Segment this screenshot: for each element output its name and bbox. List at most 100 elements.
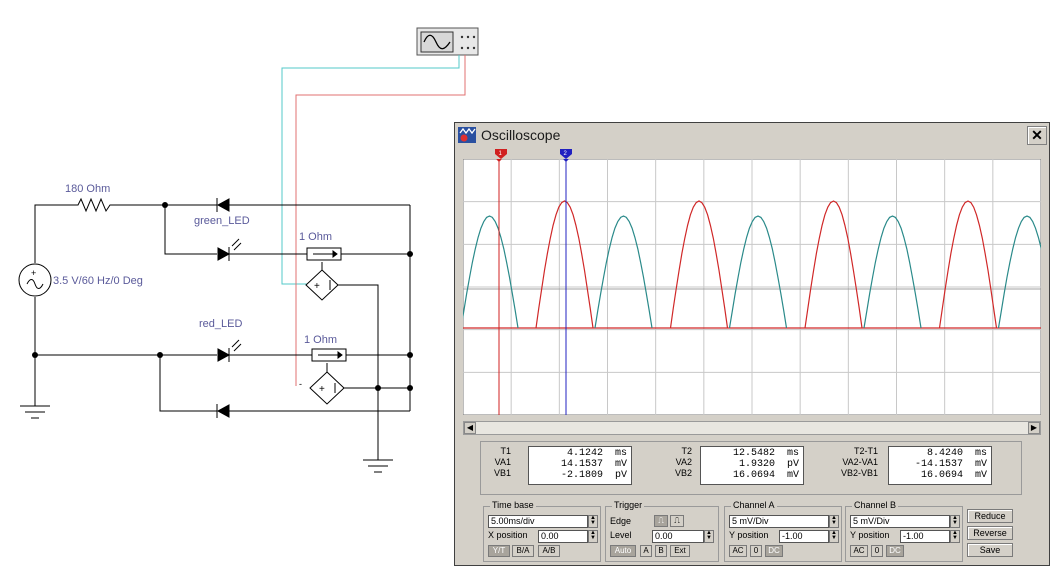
oscilloscope-app-icon: [458, 127, 476, 143]
t1-label: T1: [500, 446, 511, 456]
horizontal-scrollbar[interactable]: ◀ ▶: [463, 421, 1041, 435]
svg-text:2: 2: [564, 151, 568, 157]
va1-label: VA1: [494, 457, 511, 467]
resistor-label: 180 Ohm: [65, 183, 110, 195]
ground-symbol-left: [20, 405, 50, 419]
cursor-2-handle[interactable]: [560, 159, 572, 162]
sense2-label: 1 Ohm: [304, 334, 337, 346]
va2-value: 1.9320 pV: [738, 459, 799, 470]
channel-a-scale-spinner[interactable]: ▲▼: [829, 515, 839, 528]
probe-a-wire: [281, 55, 460, 285]
cursor-readouts: T1 VA1 VB1 4.1242 ms 14.1537 mV -2.1809 …: [480, 441, 1022, 495]
channel-a-title: Channel A: [731, 500, 777, 510]
trigger-ext-button[interactable]: Ext: [670, 545, 690, 557]
yt-mode-button[interactable]: Y/T: [488, 545, 510, 557]
t2-value: 12.5482 ms: [732, 448, 799, 459]
channel-b-ypos-spinner[interactable]: ▲▼: [950, 530, 960, 543]
trigger-b-button[interactable]: B: [655, 545, 667, 557]
timebase-select[interactable]: 5.00ms/div: [488, 515, 588, 528]
svg-text:+: +: [314, 281, 320, 292]
channel-b-zero-button[interactable]: 0: [871, 545, 883, 557]
close-button[interactable]: ✕: [1027, 126, 1047, 145]
vb1-value: -2.1809 pV: [560, 470, 627, 481]
ac-voltage-source: +: [18, 263, 52, 297]
svg-text:+: +: [319, 384, 325, 395]
va2-label: VA2: [675, 457, 692, 467]
channel-a-zero-button[interactable]: 0: [750, 545, 762, 557]
auto-trigger-button[interactable]: Auto: [610, 545, 636, 557]
ba-mode-button[interactable]: B/A: [512, 545, 534, 557]
svg-text:1: 1: [499, 151, 503, 157]
dva-value: -14.1537 mV: [914, 459, 987, 470]
timebase-spinner[interactable]: ▲▼: [588, 515, 598, 528]
scope-screen[interactable]: [463, 159, 1041, 415]
t1-readout-box: 4.1242 ms 14.1537 mV -2.1809 pV: [528, 446, 632, 485]
channel-a-trace: [463, 215, 1041, 329]
reverse-button[interactable]: Reverse: [967, 526, 1013, 540]
current-sensor-1: [306, 247, 342, 261]
scroll-right-arrow-icon[interactable]: ▶: [1028, 422, 1040, 434]
save-button[interactable]: Save: [967, 543, 1013, 557]
channel-b-ac-button[interactable]: AC: [850, 545, 868, 557]
xpos-input[interactable]: 0.00: [538, 530, 588, 543]
level-spinner[interactable]: ▲▼: [704, 530, 714, 543]
timebase-group: Time base 5.00ms/div ▲▼ X position 0.00 …: [483, 500, 601, 562]
source-label: 3.5 V/60 Hz/0 Deg: [53, 275, 143, 287]
channel-b-group: Channel B 5 mV/Div ▲▼ Y position -1.00 ▲…: [845, 500, 963, 562]
oscilloscope-instrument-icon[interactable]: [416, 27, 479, 56]
t2-label: T2: [681, 446, 692, 456]
channel-b-ypos-input[interactable]: -1.00: [900, 530, 950, 543]
channel-a-ac-button[interactable]: AC: [729, 545, 747, 557]
current-sensor-2: [311, 348, 347, 362]
oscilloscope-title-bar[interactable]: Oscilloscope ✕: [455, 123, 1049, 147]
channel-b-scale-select[interactable]: 5 mV/Div: [850, 515, 950, 528]
dt-value: 8.4240 ms: [926, 448, 987, 459]
channel-a-scale-select[interactable]: 5 mV/Div: [729, 515, 829, 528]
falling-edge-icon[interactable]: ⎍: [670, 515, 684, 527]
channel-a-dc-button[interactable]: DC: [765, 545, 783, 557]
channel-a-group: Channel A 5 mV/Div ▲▼ Y position -1.00 ▲…: [724, 500, 842, 562]
cursor-1-marker[interactable]: 1: [493, 149, 509, 159]
t1-value: 4.1242 ms: [566, 448, 627, 459]
trigger-title: Trigger: [612, 500, 645, 510]
channel-b-dc-button[interactable]: DC: [886, 545, 904, 557]
va1-value: 14.1537 mV: [560, 459, 627, 470]
channel-a-ypos-input[interactable]: -1.00: [779, 530, 829, 543]
delta-readout-box: 8.4240 ms -14.1537 mV 16.0694 mV: [888, 446, 992, 485]
oscilloscope-window[interactable]: Oscilloscope ✕ 1 2 ◀ ▶ T1 VA1 VB1: [454, 122, 1050, 566]
svg-text:-: -: [299, 379, 302, 389]
t2-readout-box: 12.5482 ms 1.9320 pV 16.0694 mV: [700, 446, 804, 485]
channel-b-ypos-label: Y position: [850, 530, 890, 540]
scroll-left-arrow-icon[interactable]: ◀: [464, 422, 476, 434]
channel-a-ypos-label: Y position: [729, 530, 769, 540]
cursor-1-handle[interactable]: [493, 159, 505, 162]
level-label: Level: [610, 530, 632, 540]
dt-label: T2-T1: [853, 446, 878, 456]
svg-text:+: +: [31, 268, 36, 278]
dependent-source-1: +: [305, 269, 339, 301]
resistor-180-ohm: [75, 197, 113, 213]
dependent-source-2: +: [309, 371, 345, 405]
rising-edge-icon[interactable]: ⎍: [654, 515, 668, 527]
channel-b-scale-spinner[interactable]: ▲▼: [950, 515, 960, 528]
timebase-title: Time base: [490, 500, 536, 510]
vb1-label: VB1: [493, 468, 511, 478]
dvb-value: 16.0694 mV: [920, 470, 987, 481]
ground-symbol-right: [363, 459, 393, 473]
edge-label: Edge: [610, 516, 632, 526]
cursor-2-marker[interactable]: 2: [558, 149, 574, 159]
ab-mode-button[interactable]: A/B: [538, 545, 560, 557]
channel-b-trace: [535, 200, 998, 329]
red-led: [217, 339, 242, 362]
scope-grid: [463, 159, 1041, 415]
diode-bottom: [216, 404, 230, 418]
reduce-button[interactable]: Reduce: [967, 509, 1013, 523]
trigger-a-button[interactable]: A: [640, 545, 652, 557]
trigger-group: Trigger Edge ⎍ ⎍ Level 0.00 ▲▼ Auto A B …: [605, 500, 719, 562]
green-led: [217, 238, 242, 261]
channel-a-ypos-spinner[interactable]: ▲▼: [829, 530, 839, 543]
sense1-label: 1 Ohm: [299, 231, 332, 243]
xpos-spinner[interactable]: ▲▼: [588, 530, 598, 543]
level-input[interactable]: 0.00: [652, 530, 704, 543]
